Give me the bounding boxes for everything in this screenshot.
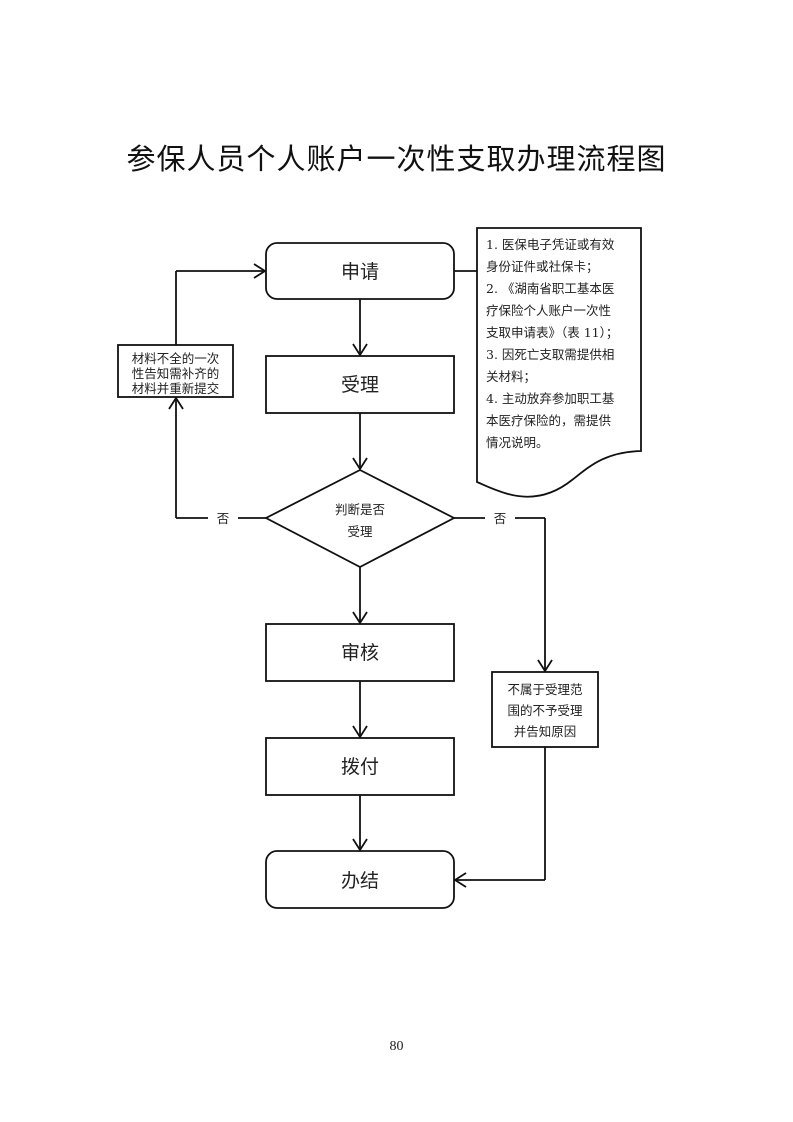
edge-review-to-payment <box>352 681 368 739</box>
edge-apply-to-accept <box>352 299 368 357</box>
page-number: 80 <box>389 1039 404 1054</box>
note-line-7: 关材料； <box>486 369 536 384</box>
edge-label-left-no: 否 <box>217 511 230 526</box>
node-accept: 受理 <box>265 355 455 414</box>
note-line-6: 3. 因死亡支取需提供相 <box>486 347 614 362</box>
node-decision: 判断是否 受理 <box>264 468 456 569</box>
note-line-5: 支取申请表》（表 11）； <box>486 325 618 340</box>
node-complete-label: 办结 <box>341 870 379 892</box>
node-apply-label: 申请 <box>341 261 379 283</box>
node-decision-line-1: 判断是否 <box>335 502 385 517</box>
edge-resubmit-to-apply <box>175 263 267 345</box>
node-reject-line-1: 不属于受理范 <box>507 682 582 697</box>
note-line-1: 1. 医保电子凭证或有效 <box>486 237 615 252</box>
edge-decision-to-reject <box>454 517 553 673</box>
node-reject-line-2: 围的不予受理 <box>507 703 583 718</box>
node-reject: 不属于受理范 围的不予受理 并告知原因 <box>491 671 599 748</box>
note-line-9: 本医疗保险的，需提供 <box>486 413 611 428</box>
node-payment: 拨付 <box>265 737 455 796</box>
node-decision-line-2: 受理 <box>347 524 373 539</box>
note-line-8: 4. 主动放弃参加职工基 <box>486 391 615 406</box>
node-reject-line-3: 并告知原因 <box>514 724 577 739</box>
node-resubmit: 材料不全的一次 性告知需补齐的 材料并重新提交 <box>117 344 234 398</box>
edge-label-right-no: 否 <box>494 511 507 526</box>
node-review: 审核 <box>265 623 455 682</box>
note-line-4: 疗保险个人账户一次性 <box>486 303 611 318</box>
edge-payment-to-complete <box>352 795 368 852</box>
node-apply: 申请 <box>265 242 455 300</box>
note-line-2: 身份证件或社保卡； <box>486 259 599 274</box>
note-line-3: 2. 《湖南省职工基本医 <box>486 281 614 296</box>
node-payment-label: 拨付 <box>341 756 379 778</box>
page-title: 参保人员个人账户一次性支取办理流程图 <box>126 142 667 176</box>
node-requirements-note: 1. 医保电子凭证或有效 身份证件或社保卡； 2. 《湖南省职工基本医 疗保险个… <box>476 227 642 498</box>
node-resubmit-line-2: 性告知需补齐的 <box>132 366 220 381</box>
edge-decision-to-resubmit <box>168 396 266 519</box>
node-accept-label: 受理 <box>341 374 379 396</box>
note-line-10: 情况说明。 <box>486 435 549 450</box>
node-resubmit-line-1: 材料不全的一次 <box>132 351 220 366</box>
edge-reject-to-complete <box>453 747 546 888</box>
node-resubmit-line-3: 材料并重新提交 <box>132 381 220 396</box>
node-complete: 办结 <box>265 850 455 909</box>
edge-accept-to-decision <box>352 413 368 471</box>
edge-decision-to-review <box>352 567 368 625</box>
node-review-label: 审核 <box>341 642 379 664</box>
